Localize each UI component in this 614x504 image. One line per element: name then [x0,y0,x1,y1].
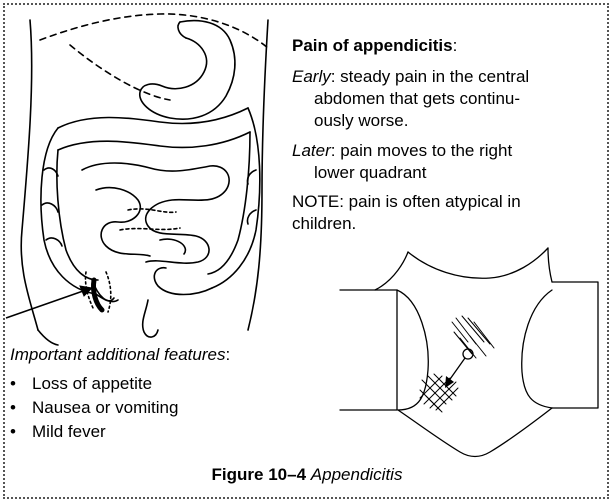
later-label: Later [292,141,331,160]
note-text-line2: children. [292,214,356,233]
early-text-line2: abdomen that gets continu- [292,88,604,110]
early-pain-paragraph: Early: steady pain in the central abdome… [292,66,604,132]
features-list: • Loss of appetite • Nausea or vomiting • M… [10,372,178,444]
bullet-icon: • [10,396,16,420]
figure-title: Appendicitis [311,465,403,484]
bullet-icon: • [10,372,16,396]
early-text-line3: ously worse. [292,110,604,132]
early-text-line1: : steady pain in the central [331,67,529,86]
feature-text: Nausea or vomiting [32,398,178,417]
list-item: • Loss of appetite [10,372,178,396]
feature-text: Mild fever [32,422,106,441]
early-label: Early [292,67,331,86]
feature-text: Loss of appetite [32,374,152,393]
figure-caption: Figure 10–4 Appendicitis [0,465,614,485]
later-text-line1: : pain moves to the right [331,141,512,160]
list-item: • Mild fever [10,420,178,444]
bullet-icon: • [10,420,16,444]
pain-title-colon: : [453,36,458,55]
features-title: Important additional features: [10,345,230,365]
pain-section-title: Pain of appendicitis: [292,36,457,56]
figure-label: Figure 10–4 [212,465,307,484]
list-item: • Nausea or vomiting [10,396,178,420]
features-title-colon: : [225,345,230,364]
later-text-line2: lower quadrant [292,162,604,184]
later-pain-paragraph: Later: pain moves to the right lower qua… [292,140,604,184]
features-title-text: Important additional features [10,345,225,364]
pain-title-text: Pain of appendicitis [292,36,453,55]
note-text-line1: NOTE: pain is often atypical in [292,192,521,211]
note-paragraph: NOTE: pain is often atypical in children… [292,191,604,235]
